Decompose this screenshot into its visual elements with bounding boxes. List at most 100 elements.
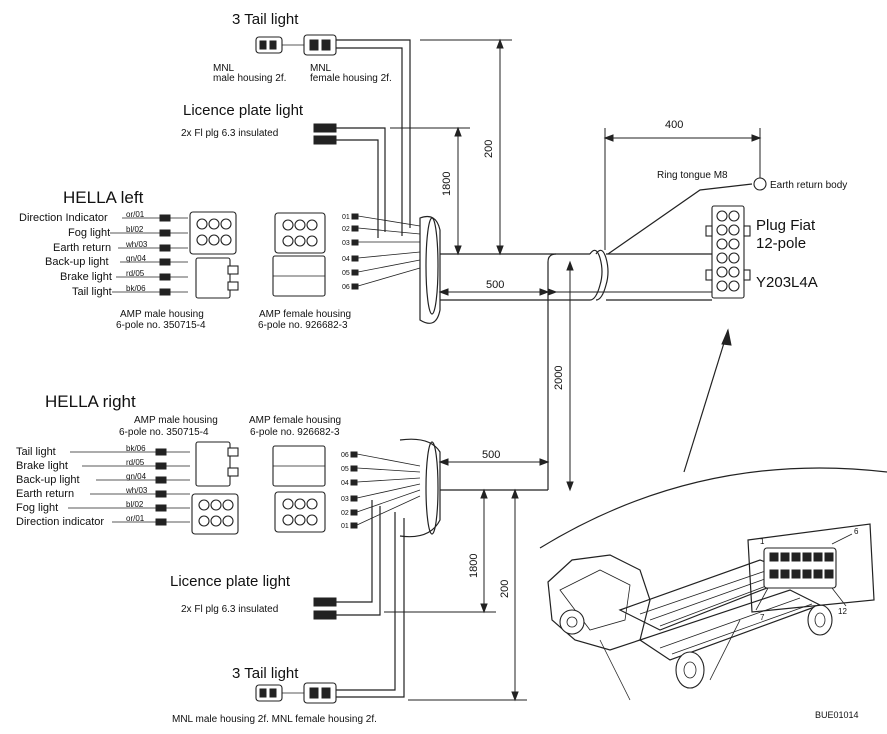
hella-left-pin-4: 04 [342, 256, 350, 263]
hella-left-pin-3: 03 [342, 240, 350, 247]
inset-number-1: 1 [760, 537, 765, 546]
dimension-1800-top-label: 1800 [441, 172, 453, 196]
hella-right-signal-3: Back-up light [16, 474, 80, 486]
top-mnl-female-connector [303, 34, 337, 56]
hella-left-amp-male-l1: AMP male housing [120, 309, 204, 320]
hella-left-pin-2: 02 [342, 226, 350, 233]
hella-right-pin-3: 04 [341, 480, 349, 487]
hella-left-code-5: rd/05 [126, 269, 145, 278]
dimension-2000 [547, 253, 574, 492]
bottom-licence-plug-label: 2x Fl plg 6.3 insulated [181, 604, 278, 615]
dimension-1800-bottom-label: 1800 [468, 554, 480, 578]
bottom-mnl-male-connector [255, 684, 283, 702]
hella-left-amp-male-l2: 6-pole no. 350715-4 [116, 320, 206, 331]
hella-right-pins: 06 05 04 03 02 01 [341, 451, 421, 530]
hella-right-signal-5: Fog light [16, 502, 58, 514]
earth-return-body-label: Earth return body [770, 180, 847, 191]
top-harness-sleeve [419, 215, 441, 324]
hella-left-signal-2: Fog light [68, 227, 110, 239]
dimension-1800-bottom [384, 488, 496, 614]
hella-left-pin-1: 01 [342, 214, 350, 221]
hella-right-amp-male-l2: 6-pole no. 350715-4 [119, 427, 209, 438]
hella-left-wires [110, 214, 188, 296]
dimension-200-bottom [408, 488, 527, 702]
hella-right-amp-male-l1: AMP male housing [134, 415, 218, 426]
dimension-500-bottom [438, 458, 550, 466]
dimension-1800-top [390, 126, 470, 256]
hella-left-amp-female-housing [272, 212, 326, 297]
dimension-500-top-label: 500 [486, 279, 504, 291]
hella-left-code-6: bk/06 [126, 284, 146, 293]
hella-right-title: HELLA right [45, 392, 136, 411]
inset-number-7: 7 [760, 613, 765, 622]
figure-id: BUE01014 [815, 710, 859, 720]
hella-left-title: HELLA left [63, 188, 144, 207]
hella-right-pin-1: 06 [341, 452, 349, 459]
top-mnl-female-label: MNL [310, 63, 332, 74]
hella-left-code-4: gn/04 [126, 254, 147, 263]
hella-right-signal-list: Tail light Brake light Back-up light Ear… [16, 444, 148, 528]
top-licence-title: Licence plate light [183, 102, 304, 119]
hella-left-signal-4: Back-up light [45, 256, 109, 268]
ring-tongue-label: Ring tongue M8 [657, 170, 728, 181]
inset-pointer-arrow [683, 329, 729, 473]
hella-right-code-3: gn/04 [126, 472, 147, 481]
hella-right-pin-6: 01 [341, 523, 349, 530]
hella-right-amp-female-housing [272, 445, 326, 533]
bottom-tail-light-title: 3 Tail light [232, 665, 299, 682]
hella-right-code-4: wh/03 [125, 486, 148, 495]
dimension-500-top [438, 288, 712, 296]
hella-left-pins: 01 02 03 04 05 06 [342, 213, 421, 291]
hella-right-amp-female-l1: AMP female housing [249, 415, 341, 426]
hella-right-signal-6: Direction indicator [16, 516, 104, 528]
inset-number-6: 6 [854, 527, 859, 536]
inset-number-12: 12 [838, 607, 847, 616]
bottom-licence-plug-2 [313, 610, 337, 620]
hella-right-signal-4: Earth return [16, 488, 74, 500]
top-mnl-male-sub: male housing 2f. [213, 73, 286, 84]
bottom-licence-plug-1 [313, 597, 337, 607]
hella-left-signal-6: Tail light [72, 286, 112, 298]
top-licence-plug-label: 2x Fl plg 6.3 insulated [181, 128, 278, 139]
hella-left-code-3: wh/03 [125, 240, 148, 249]
hella-right-pin-2: 05 [341, 466, 349, 473]
hella-left-signal-3: Earth return [53, 242, 111, 254]
fiat-plug-label-1: Plug Fiat [756, 217, 816, 234]
hella-right-code-1: bk/06 [126, 444, 146, 453]
rear-connector-detail [747, 523, 875, 613]
hella-left-amp-female-l2: 6-pole no. 926682-3 [258, 320, 348, 331]
dimension-200-bottom-label: 200 [499, 580, 511, 598]
hella-right-code-2: rd/05 [126, 458, 145, 467]
hella-right-signal-1: Tail light [16, 446, 56, 458]
hella-left-code-1: or/01 [126, 210, 145, 219]
hella-right-code-5: bl/02 [126, 500, 144, 509]
hella-right-pin-5: 02 [341, 510, 349, 517]
dimension-2000-label: 2000 [553, 366, 565, 390]
hella-left-amp-male-housing [189, 211, 239, 299]
hella-left-amp-female-l1: AMP female housing [259, 309, 351, 320]
hella-left-signal-list: Direction Indicator Fog light Earth retu… [19, 210, 148, 298]
fiat-plug-label-2: 12-pole [756, 235, 806, 252]
top-licence-plug-2 [313, 135, 337, 145]
top-licence-plug-1 [313, 123, 337, 133]
fiat-plug-label-3: Y203L4A [756, 274, 818, 291]
hella-left-pin-5: 05 [342, 270, 350, 277]
hella-right-amp-female-l2: 6-pole no. 926682-3 [250, 427, 340, 438]
bottom-mnl-caption: MNL male housing 2f. MNL female housing … [172, 714, 377, 725]
inset-boundary-curve [539, 467, 887, 549]
hella-right-amp-male-housing [191, 441, 239, 535]
fiat-plug-connector [705, 205, 751, 299]
hella-right-pin-4: 03 [341, 496, 349, 503]
hella-left-code-2: bl/02 [126, 225, 144, 234]
hella-right-code-6: or/01 [126, 514, 145, 523]
hella-left-pin-6: 06 [342, 284, 350, 291]
bottom-harness-sleeve [399, 438, 441, 538]
top-mnl-male-label: MNL [213, 63, 235, 74]
top-tail-light-title: 3 Tail light [232, 11, 299, 28]
hella-right-wires [68, 448, 190, 526]
earth-return-wire [607, 183, 753, 255]
dimension-200-top-label: 200 [483, 140, 495, 158]
dimension-400 [603, 128, 762, 250]
dimension-500-bottom-label: 500 [482, 449, 500, 461]
